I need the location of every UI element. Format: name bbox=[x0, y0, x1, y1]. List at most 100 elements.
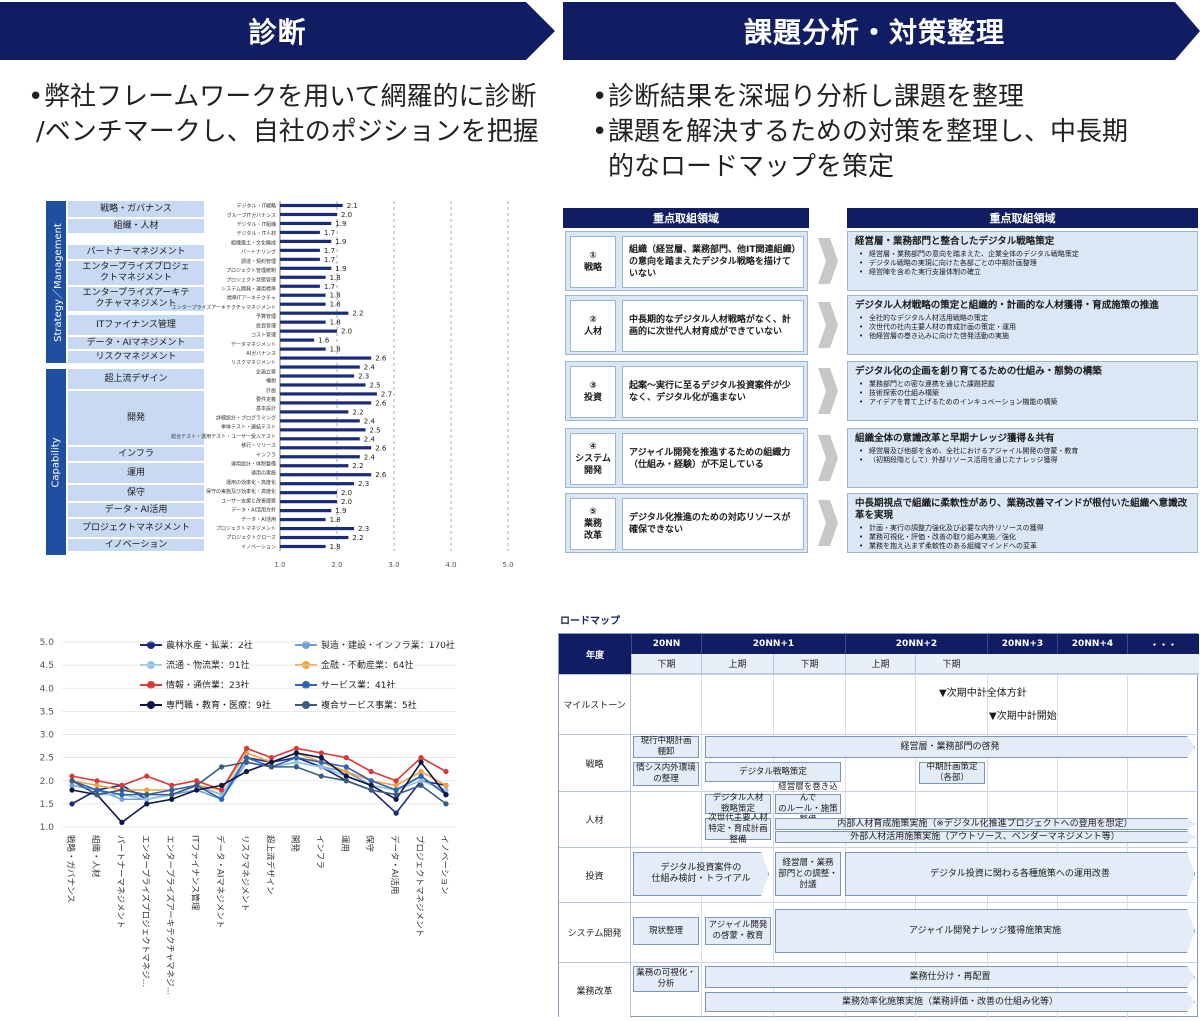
y-tick-label: 1.5 bbox=[40, 800, 54, 810]
issue-area-label: 人材 bbox=[583, 327, 602, 337]
bar-category-label: 組織風土・文化醸成 bbox=[231, 239, 276, 246]
diagnosis-category: 組織・人材 bbox=[68, 219, 204, 233]
diagnosis-category: 運用 bbox=[68, 463, 204, 483]
bar-category-label: 単体テスト・連結テスト bbox=[221, 424, 276, 431]
diagnosis-bar-value: 2.5 bbox=[370, 426, 381, 434]
bar-category-label: リスクマネジメント bbox=[231, 360, 276, 366]
bar-category-label: 保守の実施及び効率化・高度化 bbox=[206, 488, 276, 495]
series-point bbox=[343, 773, 349, 779]
left-bullets: 弊社フレームワークを用いて網羅的に診断 /ベンチマークし、自社のポジションを把握 bbox=[28, 80, 539, 150]
diagnosis-bar-value: 1.9 bbox=[335, 220, 346, 228]
diagnosis-bar bbox=[280, 401, 372, 405]
diagnosis-bar bbox=[280, 239, 332, 243]
roadmap-item-people: 経営層を巻き込んで のルール・施策整備 bbox=[775, 782, 841, 825]
series-point bbox=[318, 773, 324, 779]
header-diagnosis: 診断 bbox=[0, 2, 555, 60]
diagnosis-bar-value: 1.9 bbox=[335, 507, 346, 515]
solution-points: 経営層及び他部を含め、全社におけるアジャイル開発の啓蒙・教育（初期段階として）外… bbox=[855, 447, 1190, 465]
diagnosis-bar-value: 1.6 bbox=[318, 337, 330, 345]
x-category-label: 保守 bbox=[364, 835, 375, 852]
diagnosis-bar-value: 2.5 bbox=[370, 381, 381, 389]
chevron-right-icon bbox=[818, 435, 838, 481]
bar-category-label: 調達・契約管理 bbox=[241, 258, 276, 265]
x-tick-label: 1.0 bbox=[274, 561, 285, 569]
x-category-label: 戦略・ガバナンス bbox=[65, 835, 76, 903]
series-point bbox=[169, 796, 175, 802]
diagnosis-bar-value: 1.8 bbox=[330, 346, 341, 354]
diagnosis-category: インフラ bbox=[68, 447, 204, 461]
diagnosis-bar bbox=[280, 347, 326, 351]
roadmap-item-sysdev: アジャイル開発 の啓蒙・教育 bbox=[705, 917, 771, 945]
series-point bbox=[144, 792, 150, 798]
series-point bbox=[268, 759, 275, 765]
x-tick-label: 5.0 bbox=[502, 561, 513, 569]
diagnosis-bar-value: 2.6 bbox=[375, 444, 387, 452]
legend-swatch bbox=[140, 680, 162, 690]
series-point bbox=[119, 787, 125, 793]
series-point bbox=[418, 759, 424, 765]
legend-label: 金融・不動産業：64社 bbox=[321, 661, 414, 671]
x-tick-label: 4.0 bbox=[445, 561, 456, 569]
issue-number-mark: ③ bbox=[589, 381, 597, 391]
diagnosis-category: エンタープライズプロジェ クトマネジメント bbox=[68, 261, 204, 285]
diagnosis-bar-value: 1.7 bbox=[324, 229, 335, 237]
x-category-label: リスクマネジメント bbox=[240, 835, 250, 912]
series-point bbox=[293, 759, 299, 765]
legend-swatch bbox=[295, 660, 317, 670]
series-point bbox=[144, 787, 150, 793]
right-bullet-2-cont: 的なロードマップを策定 bbox=[608, 152, 895, 182]
x-tick-label: 3.0 bbox=[388, 561, 399, 569]
roadmap-half: 上期 bbox=[701, 654, 773, 674]
series-point bbox=[393, 810, 399, 816]
diagnosis-bar bbox=[280, 356, 372, 360]
series-point bbox=[243, 755, 250, 761]
solution-point: アイデアを育て上げるためのインキュベーション機能の構築 bbox=[855, 398, 1190, 407]
roadmap-year: 20NN+3 bbox=[987, 634, 1057, 654]
diagnosis-bar bbox=[280, 320, 326, 324]
group-label-1: Strategy／Management bbox=[46, 201, 66, 363]
bar-category-label: 基本設計 bbox=[256, 405, 276, 412]
series-point bbox=[393, 787, 399, 793]
series-point bbox=[418, 778, 424, 784]
bar-category-label: システム開発・運用標準 bbox=[221, 286, 276, 293]
y-tick-label: 2.5 bbox=[40, 754, 54, 764]
left-bullet-1: 弊社フレームワークを用いて網羅的に診断 bbox=[28, 80, 539, 115]
bar-category-label: 投資管理 bbox=[256, 322, 276, 329]
y-tick-label: 2.0 bbox=[40, 777, 55, 787]
x-category-label: データ・AI活用 bbox=[389, 835, 400, 894]
diagnosis-bar bbox=[280, 221, 332, 226]
legend-item: 流通・物流業：91社 bbox=[140, 658, 249, 671]
x-category-label: イノベーション bbox=[439, 835, 449, 894]
bar-category-label: グループITガバナンス bbox=[227, 212, 276, 219]
series-point bbox=[169, 782, 175, 788]
diagnosis-bar-value: 2.2 bbox=[352, 408, 363, 416]
diagnosis-bar-value: 2.6 bbox=[375, 355, 387, 363]
x-tick-label: 2.0 bbox=[331, 561, 342, 569]
legend-swatch bbox=[295, 680, 317, 690]
roadmap-item-strategy: 情シス内外環境 の整理 bbox=[633, 762, 699, 786]
diagnosis-bar bbox=[280, 509, 332, 513]
solution-point: 全社的なデジタル人材活用戦略の策定 bbox=[855, 314, 1190, 323]
diagnosis-bar-value: 1.8 bbox=[330, 319, 341, 327]
milestone-1: ▼次期中計全体方針 bbox=[939, 688, 1027, 699]
y-tick-label: 5.0 bbox=[40, 638, 55, 648]
series-point bbox=[268, 764, 275, 770]
solution-point: （初期段階として）外部リソース活用を通じたナレッジ獲得 bbox=[855, 456, 1190, 465]
bar-category-label: デジタル・IT人材 bbox=[237, 230, 276, 237]
solution-box: 経営層・業務部門と整合したデジタル戦略策定経営層・業務部門の意向を踏まえた、企業… bbox=[847, 231, 1198, 291]
solution-points: 全社的なデジタル人材活用戦略の策定次世代の社内主要人材の育成計画の策定・運用他経… bbox=[855, 314, 1190, 341]
diagnosis-bar bbox=[280, 203, 343, 208]
diagnosis-bar bbox=[280, 248, 320, 252]
solution-point: 技術探索の仕組み構築 bbox=[855, 389, 1190, 398]
diagnosis-bar bbox=[280, 428, 366, 432]
legend-item: 農林水産・鉱業：2社 bbox=[140, 638, 253, 651]
series-point bbox=[144, 773, 150, 779]
diagnosis-bar bbox=[280, 473, 372, 477]
roadmap-title: ロードマップ bbox=[560, 616, 620, 627]
bar-category-label: 運用の実施 bbox=[251, 470, 276, 477]
diagnosis-bar-value: 2.6 bbox=[375, 471, 387, 479]
